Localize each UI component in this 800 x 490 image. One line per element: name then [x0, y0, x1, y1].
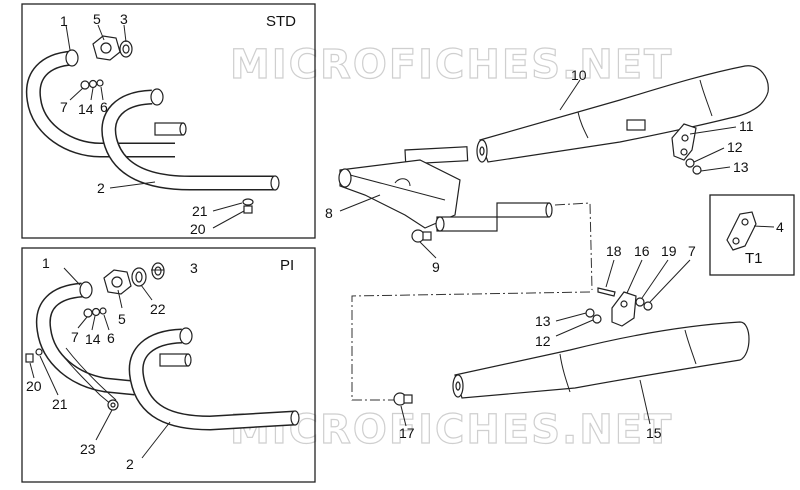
- pi-rear-header-pipe: [35, 281, 192, 396]
- pi-gasket: [131, 267, 147, 287]
- lower-washer-19: [635, 297, 645, 307]
- callout-main-12: 12: [727, 139, 743, 155]
- pi-washer-21: [35, 348, 43, 356]
- callout-main-13b: 13: [535, 313, 551, 329]
- pi-washer-6: [99, 307, 107, 315]
- pi-balance-pipe: [59, 347, 119, 411]
- callout-main-10: 10: [571, 67, 587, 83]
- std-washer-14: [88, 79, 98, 89]
- callout-pi-21: 21: [52, 396, 68, 412]
- std-washer-6: [96, 79, 104, 87]
- pi-seal: [151, 262, 165, 280]
- crossover-pipe-assembly: [338, 146, 553, 232]
- lower-nut-13: [585, 308, 595, 318]
- watermark-bottom: MICROFICHES.NET: [230, 407, 673, 453]
- clamp-9: [411, 229, 432, 243]
- callout-pi-7: 7: [71, 329, 79, 345]
- lower-washer-12: [592, 314, 602, 324]
- callout-main-9: 9: [432, 259, 440, 275]
- std-gasket: [119, 40, 133, 58]
- lower-nut-7: [643, 301, 653, 311]
- callout-std-5: 5: [93, 11, 101, 27]
- callout-std-2: 2: [97, 180, 105, 196]
- callout-main-15: 15: [646, 425, 662, 441]
- std-nut-7: [80, 80, 90, 90]
- pi-flange: [103, 269, 132, 295]
- callout-main-13: 13: [733, 159, 749, 175]
- pi-box: PI: [21, 247, 316, 483]
- std-box: STD: [21, 3, 316, 239]
- callout-std-3: 3: [120, 11, 128, 27]
- std-box-title: STD: [266, 13, 296, 30]
- callout-pi-5: 5: [118, 311, 126, 327]
- callout-std-1: 1: [60, 13, 68, 29]
- callout-pi-1: 1: [42, 255, 50, 271]
- callout-main-19: 19: [661, 243, 677, 259]
- callout-main-16: 16: [634, 243, 650, 259]
- watermark-top: MICROFICHES.NET: [230, 42, 673, 88]
- alignment-line-lower: [351, 291, 591, 401]
- clamp-17: [393, 392, 413, 406]
- upper-muffler: [476, 65, 769, 163]
- callout-main-18: 18: [606, 243, 622, 259]
- pi-nut-7: [83, 308, 93, 318]
- upper-bracket: [671, 123, 697, 161]
- upper-nut-13: [692, 165, 702, 175]
- callout-main-12b: 12: [535, 333, 551, 349]
- lower-bracket: [611, 291, 637, 327]
- upper-washer-12: [685, 158, 695, 168]
- alignment-line-upper: [554, 202, 593, 291]
- callout-pi-20: 20: [26, 378, 42, 394]
- callout-pi-6: 6: [107, 330, 115, 346]
- callout-main-7: 7: [688, 243, 696, 259]
- callout-std-20: 20: [190, 221, 206, 237]
- lower-muffler: [452, 321, 750, 399]
- callout-main-11: 11: [739, 118, 754, 134]
- callout-pi-2: 2: [126, 456, 134, 472]
- callout-std-14: 14: [78, 101, 94, 117]
- t1-box-title: T1: [745, 250, 763, 267]
- callout-pi-14: 14: [85, 331, 101, 347]
- callout-pi-23: 23: [80, 441, 96, 457]
- callout-main-17: 17: [399, 425, 415, 441]
- t1-bracket: [726, 211, 757, 251]
- pi-bolt-20: [25, 353, 34, 363]
- callout-pi-3: 3: [190, 260, 198, 276]
- callout-std-6: 6: [100, 99, 108, 115]
- t1-box: 4 T1: [709, 194, 795, 276]
- callout-std-21: 21: [192, 203, 208, 219]
- pi-box-title: PI: [280, 257, 294, 274]
- std-bolt-20: [243, 205, 253, 214]
- pi-washer-14: [91, 307, 101, 317]
- std-washer-21: [242, 198, 254, 206]
- lower-bolt-18: [597, 287, 616, 297]
- callout-main-8: 8: [325, 205, 333, 221]
- callout-std-7: 7: [60, 99, 68, 115]
- callout-pi-22: 22: [150, 301, 166, 317]
- pi-front-header-pipe: [128, 327, 300, 431]
- std-front-header-pipe: [101, 88, 280, 191]
- std-rear-header-pipe: [25, 49, 175, 158]
- callout-t1-4: 4: [776, 219, 784, 235]
- std-flange: [92, 35, 121, 61]
